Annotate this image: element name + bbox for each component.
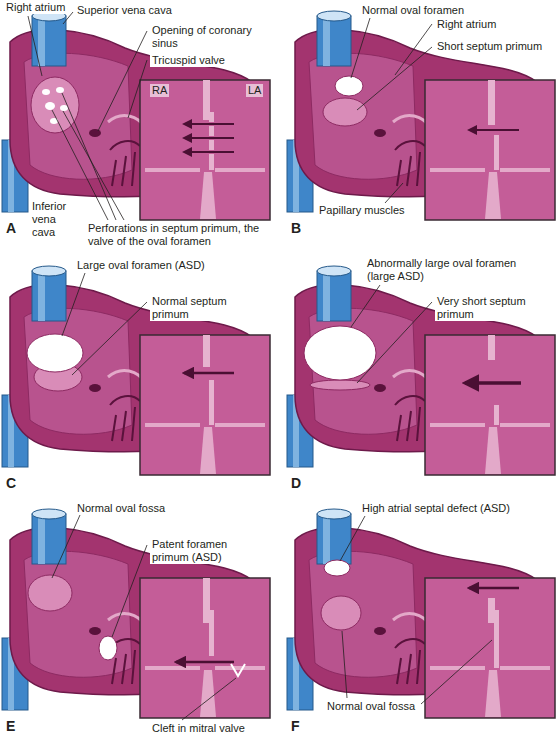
panel-letter: B [289,220,303,236]
part-label: Short septum primum [435,40,544,53]
panel-letter: E [4,718,17,734]
chamber-label: LA [246,84,263,97]
part-label: Normal oval fossa [75,502,167,515]
panel-letter: F [289,718,302,734]
part-label: Superior vena cava [75,4,174,17]
part-label: Papillary muscles [317,204,407,217]
part-label: Large oval foramen (ASD) [75,259,207,272]
part-label: Opening of coronary sinus [150,24,265,50]
part-label: Cleft in mitral valve [150,722,247,735]
part-label: Very short septum primum [435,295,550,321]
panel-letter: C [4,475,18,491]
chamber-label: RA [150,84,169,97]
part-label: Normal oval foramen [360,4,466,17]
part-label: Abnormally large oval foramen (large ASD… [365,257,535,283]
part-label: Right atrium [435,18,498,31]
part-label: Tricuspid valve [150,54,227,67]
part-label: Normal septum primum [150,295,265,321]
part-label: Inferior vena cava [30,200,82,239]
part-label: Right atrium [4,1,67,14]
part-label: High atrial septal defect (ASD) [360,502,512,515]
part-label: Patent foramen primum (ASD) [150,538,265,564]
part-label: Perforations in septum primum, the valve… [86,222,266,248]
panel-letter: D [289,475,303,491]
part-label: Normal oval fossa [325,700,417,713]
panel-letter: A [4,220,18,236]
